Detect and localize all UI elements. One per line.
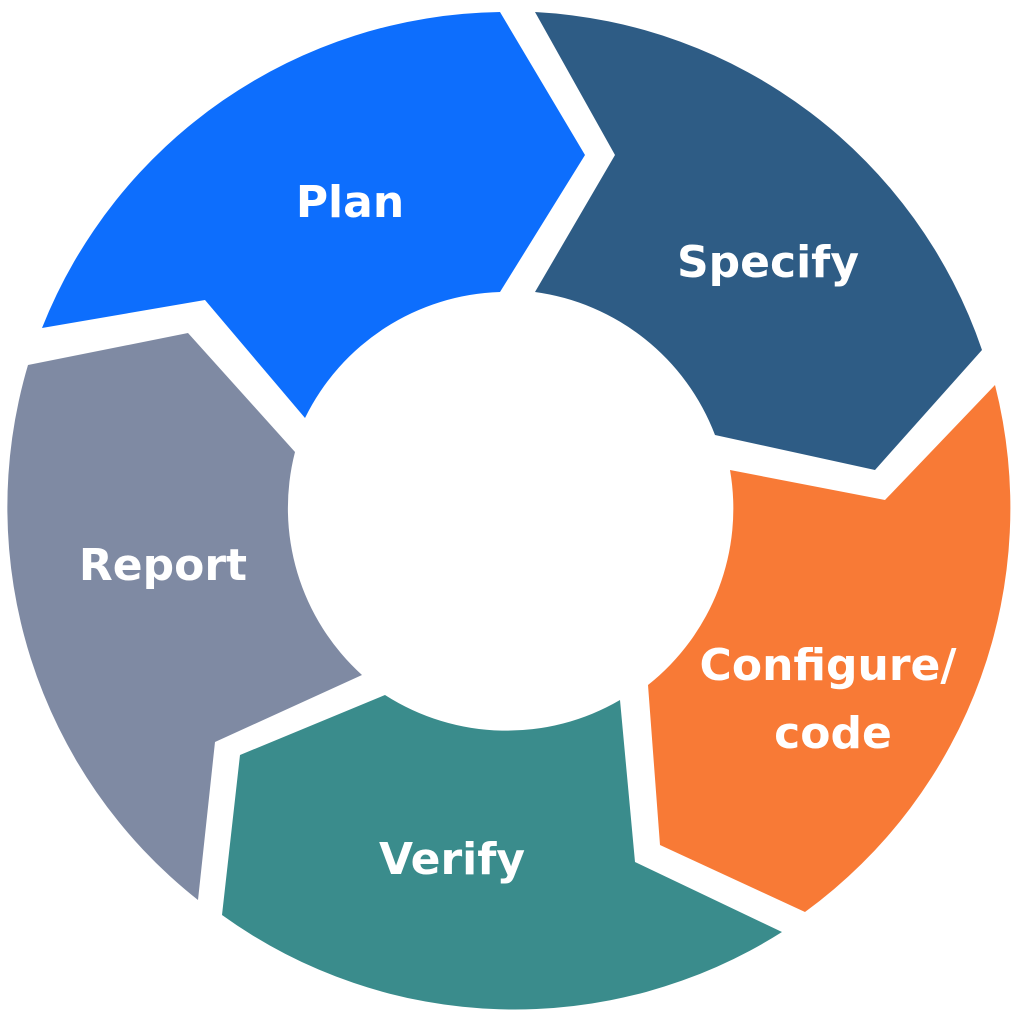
label-configure-line1: Configure/ bbox=[700, 640, 958, 691]
segment-plan bbox=[42, 12, 585, 418]
label-verify: Verify bbox=[379, 834, 525, 885]
segment-report bbox=[7, 333, 362, 900]
segment-configure bbox=[648, 385, 1011, 912]
label-specify: Specify bbox=[677, 237, 859, 288]
segment-specify bbox=[535, 12, 982, 470]
segment-verify bbox=[222, 695, 782, 1010]
label-plan: Plan bbox=[296, 177, 404, 228]
label-configure-line2: code bbox=[774, 708, 892, 759]
label-report: Report bbox=[79, 540, 247, 591]
